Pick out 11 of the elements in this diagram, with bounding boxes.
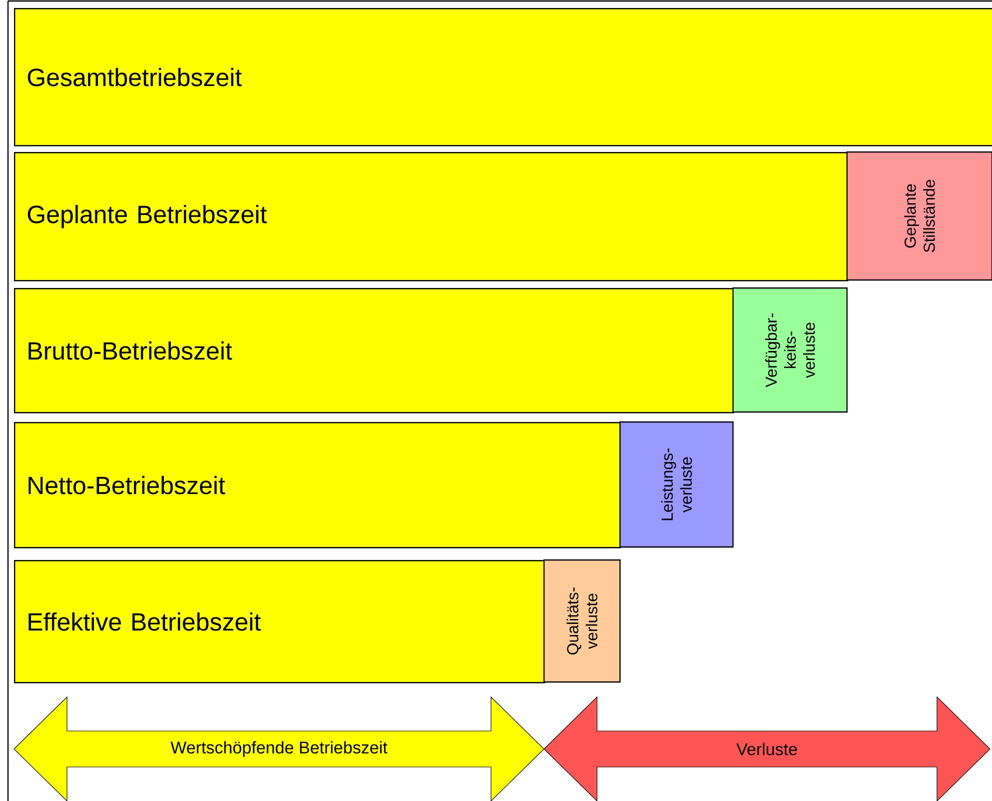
span-banner: Verluste: [544, 696, 990, 801]
time-bar: Brutto-Betriebszeit: [14, 288, 734, 414]
loss-box: Leistungs- verluste: [619, 421, 734, 548]
time-bar: Gesamtbetriebszeit: [14, 8, 992, 146]
time-bar: Effektive Betriebszeit: [14, 560, 546, 684]
time-bar: Netto-Betriebszeit: [14, 422, 622, 548]
time-bar: Geplante Betriebszeit: [14, 152, 848, 282]
loss-box: Geplante Stillstände: [846, 151, 992, 281]
loss-box: Qualitäts- verluste: [543, 559, 621, 683]
span-banner: Wertschöpfende Betriebszeit: [14, 696, 544, 801]
loss-box: Verfügbar- keits- verluste: [732, 287, 848, 413]
